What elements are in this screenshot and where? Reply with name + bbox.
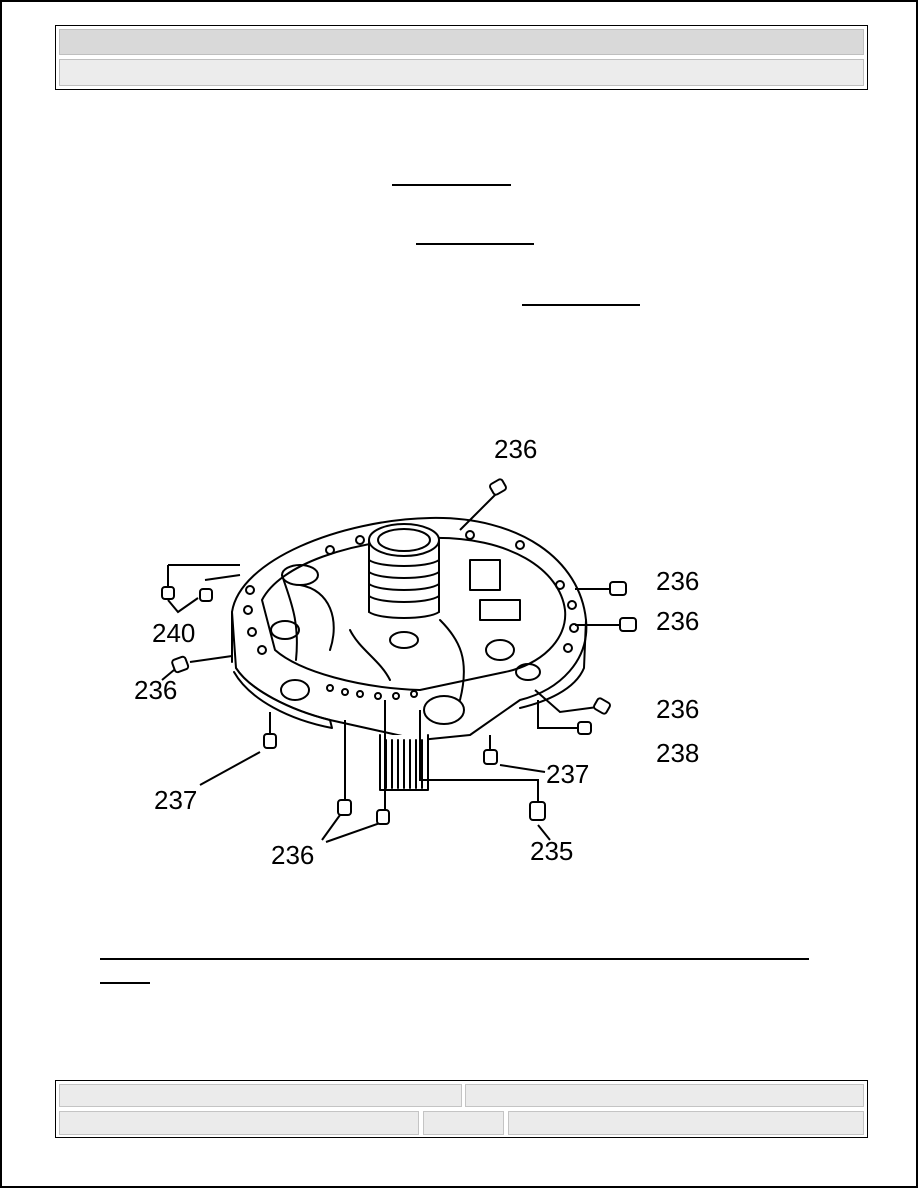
callout-236-right-1: 236 [656, 566, 699, 596]
footer-cell-4 [423, 1111, 504, 1135]
callout-238: 238 [656, 738, 699, 768]
callout-236-top: 236 [494, 434, 537, 464]
footer-cell-5 [508, 1111, 864, 1135]
link-underline-2[interactable] [416, 243, 534, 245]
callout-240: 240 [152, 618, 195, 648]
caption-underline-short[interactable] [100, 982, 150, 984]
callout-237-left: 237 [154, 785, 197, 815]
link-underline-1[interactable] [392, 184, 511, 186]
callout-236-right-2: 236 [656, 606, 699, 636]
header-table [55, 25, 868, 90]
link-underline-3[interactable] [522, 304, 640, 306]
caption-underline[interactable] [100, 958, 809, 960]
callout-235: 235 [530, 836, 573, 866]
callout-236-left: 236 [134, 675, 177, 705]
footer-cell-1 [59, 1084, 462, 1107]
callout-236-bottom: 236 [271, 840, 314, 870]
header-subtitle-row [59, 59, 864, 86]
footer-cell-3 [59, 1111, 419, 1135]
footer-cell-2 [465, 1084, 864, 1107]
header-title-row [59, 29, 864, 55]
callout-237-right: 237 [546, 759, 589, 789]
footer-table [55, 1080, 868, 1138]
pump-assembly-illustration: 236 236 236 240 236 236 238 237 237 236 … [134, 434, 699, 870]
callout-236-right-3: 236 [656, 694, 699, 724]
